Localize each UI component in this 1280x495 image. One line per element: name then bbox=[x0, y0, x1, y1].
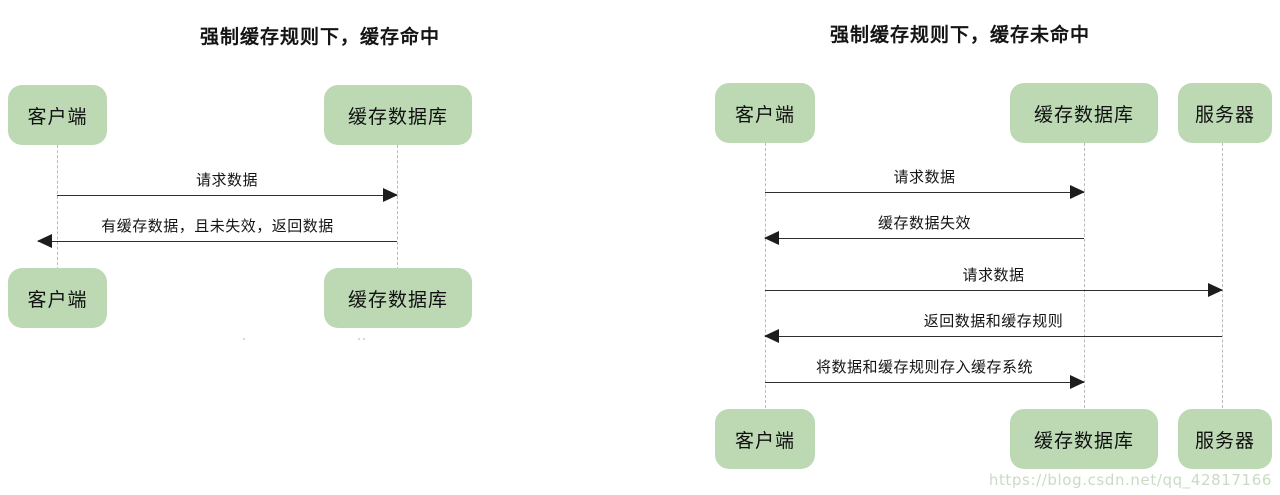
message-line bbox=[765, 238, 1084, 239]
stray-dot bbox=[243, 338, 245, 340]
lifeline-cache-database bbox=[397, 145, 398, 270]
message-label-request-data: 请求数据 bbox=[195, 171, 258, 189]
message-label-request-data-to-cache: 请求数据 bbox=[893, 168, 956, 186]
actor-box-cache-database-bottom[interactable]: 缓存数据库 bbox=[1010, 409, 1158, 469]
actor-label-server-top: 服务器 bbox=[1194, 103, 1255, 126]
actor-box-client-top[interactable]: 客户端 bbox=[715, 83, 815, 143]
message-label-cache-data-expired: 缓存数据失效 bbox=[877, 214, 971, 232]
message-line bbox=[765, 290, 1222, 291]
message-line bbox=[57, 195, 397, 196]
actor-label-cache-database-top: 缓存数据库 bbox=[1033, 103, 1134, 126]
actor-box-cache-database-top[interactable]: 缓存数据库 bbox=[324, 85, 472, 145]
arrowhead-right-icon bbox=[1208, 283, 1223, 297]
actor-box-client-top[interactable]: 客户端 bbox=[8, 85, 107, 145]
actor-label-client-top: 客户端 bbox=[734, 103, 795, 126]
sequence-diagram-cache-hit: 强制缓存规则下，缓存命中 客户端 缓存数据库 请求数据 有缓存数据，且未失效，返… bbox=[8, 26, 472, 340]
message-label-request-data-to-server: 请求数据 bbox=[962, 266, 1025, 284]
actor-label-server-bottom: 服务器 bbox=[1194, 429, 1255, 452]
actor-box-client-bottom[interactable]: 客户端 bbox=[8, 268, 107, 328]
message-line bbox=[765, 336, 1222, 337]
message-line bbox=[765, 382, 1084, 383]
actor-label-client-top: 客户端 bbox=[27, 105, 88, 128]
actor-box-client-bottom[interactable]: 客户端 bbox=[715, 409, 815, 469]
actor-box-cache-database-top[interactable]: 缓存数据库 bbox=[1010, 83, 1158, 143]
actor-label-cache-database-bottom: 缓存数据库 bbox=[1033, 429, 1134, 452]
message-label-cached-data-valid-return: 有缓存数据，且未失效，返回数据 bbox=[101, 217, 334, 235]
actor-label-client-bottom: 客户端 bbox=[27, 288, 88, 311]
diagram-title-cache-miss: 强制缓存规则下，缓存未命中 bbox=[829, 24, 1090, 46]
arrowhead-left-icon bbox=[37, 234, 52, 248]
arrowhead-right-icon bbox=[383, 188, 398, 202]
lifeline-client bbox=[57, 145, 58, 270]
arrowhead-right-icon bbox=[1070, 375, 1085, 389]
diagram-title-cache-hit: 强制缓存规则下，缓存命中 bbox=[199, 26, 440, 48]
arrowhead-left-icon bbox=[764, 329, 779, 343]
watermark: https://blog.csdn.net/qq_42817166 bbox=[988, 471, 1272, 489]
actor-label-cache-database-top: 缓存数据库 bbox=[347, 105, 448, 128]
actor-box-server-bottom[interactable]: 服务器 bbox=[1178, 409, 1272, 469]
message-label-return-data-and-cache-rules: 返回数据和缓存规则 bbox=[923, 312, 1064, 330]
lifeline-server bbox=[1222, 143, 1223, 408]
actor-box-server-top[interactable]: 服务器 bbox=[1178, 83, 1272, 143]
lifeline-client bbox=[765, 143, 766, 408]
arrowhead-right-icon bbox=[1070, 185, 1085, 199]
stray-dot bbox=[358, 338, 360, 340]
message-line bbox=[38, 241, 397, 242]
actor-label-cache-database-bottom: 缓存数据库 bbox=[347, 288, 448, 311]
arrowhead-left-icon bbox=[764, 231, 779, 245]
message-label-store-data-and-rules-into-cache: 将数据和缓存规则存入缓存系统 bbox=[815, 358, 1033, 376]
lifeline-cache-database bbox=[1084, 143, 1085, 408]
sequence-diagram-cache-miss: 强制缓存规则下，缓存未命中 客户端 缓存数据库 服务器 请求数据 缓存数据失效 … bbox=[640, 0, 1280, 495]
stray-dot bbox=[363, 338, 365, 340]
actor-box-cache-database-bottom[interactable]: 缓存数据库 bbox=[324, 268, 472, 328]
actor-label-client-bottom: 客户端 bbox=[734, 429, 795, 452]
message-line bbox=[765, 192, 1084, 193]
